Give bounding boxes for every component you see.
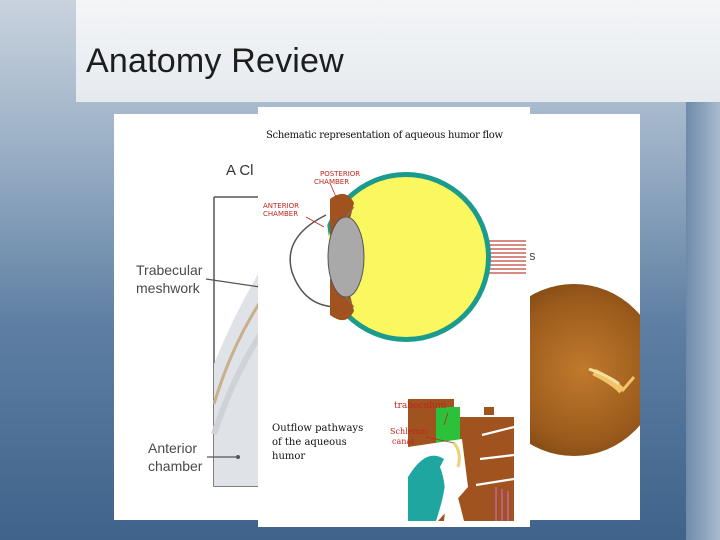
schematic-title: Schematic representation of aqueous humo… — [266, 130, 503, 141]
posterior-chamber-label-line2: CHAMBER — [314, 178, 350, 186]
outflow-label-line3: humor — [272, 451, 306, 462]
anterior-label-line1: Anterior — [148, 440, 198, 456]
schlemm-canal-label-line1: Schlemm — [390, 427, 428, 436]
title-band — [76, 0, 720, 102]
lens — [327, 216, 365, 298]
anterior-chamber-label-line1: ANTERIOR — [263, 202, 300, 210]
outflow-label-line1: Outflow pathways — [272, 423, 364, 434]
outflow-label-line2: of the aqueous — [272, 437, 347, 448]
vitreous-body — [326, 177, 486, 337]
trabecular-label-line1: Trabecular — [136, 262, 203, 278]
aqueous-humor-schematic: Schematic representation of aqueous humo… — [258, 107, 530, 527]
schlemm-canal-label-line2: canal — [392, 437, 414, 446]
slide-title: Anatomy Review — [86, 42, 344, 80]
anterior-chamber-label-line2: CHAMBER — [263, 210, 299, 218]
slide-edge-decoration — [686, 102, 720, 540]
anterior-label-line2: chamber — [148, 458, 203, 474]
aqueous-schematic-art — [289, 172, 526, 521]
back-diagram-fragment: s — [529, 248, 536, 263]
trabeculum-label: trabeculum — [394, 401, 447, 411]
trabecular-label-line2: meshwork — [136, 280, 200, 296]
posterior-chamber-label-line1: POSTERIOR — [320, 170, 361, 178]
cornea — [289, 214, 339, 308]
back-diagram-subtitle: A Cl — [226, 162, 254, 179]
outflow-inset — [408, 399, 515, 521]
